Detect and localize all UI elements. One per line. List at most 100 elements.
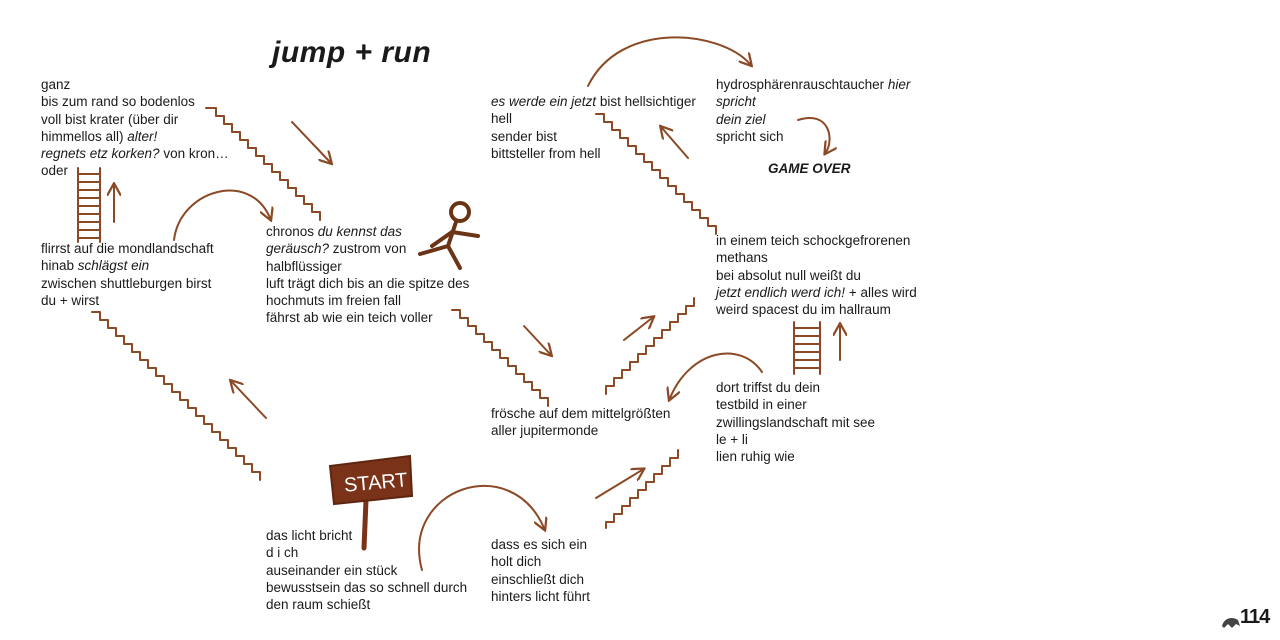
- poem-line: zwillingslandschaft mit see: [716, 414, 875, 431]
- poem-line: hochmuts im freien fall: [266, 292, 469, 309]
- staircase: [205, 107, 321, 221]
- poem-line: holt dich: [491, 553, 590, 570]
- poem-text: zwillingslandschaft mit see: [716, 414, 876, 430]
- poem-text: geräusch?: [266, 241, 330, 257]
- poem-line: lien ruhig wie: [716, 448, 875, 465]
- poem-line: in einem teich schockgefrorenen: [716, 232, 917, 249]
- staircase: [595, 113, 717, 235]
- arrow: [232, 382, 267, 419]
- poem-text: es werde ein jetzt: [491, 94, 597, 109]
- poem-text: halbflüssiger: [266, 258, 342, 274]
- start-sign: [328, 454, 414, 551]
- poem-text: bewusstsein das so schnell durch: [266, 579, 468, 595]
- poem-text: chronos: [266, 224, 318, 239]
- poem-line: flirrst auf die mondlandschaft: [41, 240, 214, 257]
- ladder: [793, 321, 821, 375]
- poem-text: sender bist: [491, 128, 558, 144]
- poem-text: hinters licht führt: [491, 588, 591, 604]
- poem-line: einschließt dich: [491, 571, 590, 588]
- poem-text: aller jupitermonde: [491, 423, 599, 439]
- poem-text: lien ruhig wie: [716, 449, 795, 465]
- poem-line: ganz: [41, 76, 229, 93]
- poem-line: jetzt endlich werd ich! + alles wird: [716, 284, 917, 301]
- poem-line: dort triffst du dein: [716, 379, 875, 396]
- poem-text: dass es sich ein: [491, 537, 588, 552]
- poem-line: halbflüssiger: [266, 258, 469, 275]
- publisher-logo-icon: [1222, 618, 1240, 628]
- poem-text: luft trägt dich bis an die spitze des: [266, 275, 470, 291]
- ladder: [77, 167, 101, 243]
- poem-text: himmellos all): [41, 128, 128, 144]
- staircase: [91, 311, 261, 481]
- poem-line: hell: [491, 110, 696, 127]
- arrow: [797, 117, 830, 152]
- poem-line: auseinander ein stück: [266, 562, 467, 579]
- arrow: [173, 189, 270, 241]
- poem-text: regnets etz korken?: [41, 146, 160, 162]
- poem-block-frogs: frösche auf dem mittelgrößten aller jupit…: [491, 405, 670, 440]
- poem-text: bei absolut null weißt du: [716, 267, 861, 283]
- arrow: [291, 121, 330, 162]
- poem-text: zwischen shuttleburgen birst: [41, 275, 212, 291]
- poem-text: den raum schießt: [266, 597, 371, 613]
- poem-text: alter!: [127, 128, 158, 144]
- poem-text: + alles wird: [845, 284, 917, 300]
- poem-text: hinab: [41, 258, 78, 274]
- poem-line: du + wirst: [41, 292, 214, 309]
- poem-line: fährst ab wie ein teich voller: [266, 309, 469, 326]
- poem-text: einschließt dich: [491, 571, 585, 587]
- page-title: jump + run: [272, 36, 432, 69]
- poem-text: dein ziel: [716, 111, 766, 127]
- poem-line: geräusch? zustrom von: [266, 240, 469, 257]
- poem-line: dein ziel: [716, 111, 910, 128]
- poem-line: bewusstsein das so schnell durch: [266, 579, 467, 596]
- poem-text: weird spacest du im hallraum: [716, 302, 891, 318]
- poem-text: testbild in einer: [716, 397, 807, 413]
- poem-text: flirrst auf die mondlandschaft: [41, 241, 214, 256]
- poem-text: spricht sich: [716, 128, 784, 144]
- arrow: [418, 485, 544, 571]
- poem-text: d i ch: [266, 545, 299, 561]
- poem-text: bittsteller from hell: [491, 145, 601, 161]
- poem-text: bis zum rand so bodenlos: [41, 94, 195, 110]
- poem-line: frösche auf dem mittelgrößten: [491, 405, 670, 422]
- staircase: [605, 297, 695, 395]
- poem-text: hier: [887, 77, 911, 92]
- poem-line: chronos du kennst das: [266, 223, 469, 240]
- poem-line: le + li: [716, 431, 875, 448]
- game-over-label: GAME OVER: [768, 161, 851, 176]
- poem-text: voll bist krater (über dir: [41, 111, 179, 127]
- poem-line: sender bist: [491, 128, 696, 145]
- poem-text: von kron…: [159, 146, 229, 162]
- poem-text: schlägst ein: [77, 258, 150, 274]
- poem-text: zustrom von: [329, 241, 407, 257]
- poem-text: in einem teich schockgefrorenen: [716, 233, 911, 248]
- poem-text: dort triffst du dein: [716, 380, 821, 395]
- staircase: [605, 449, 679, 529]
- arrow: [523, 325, 550, 354]
- poem-text: oder: [41, 163, 69, 179]
- poem-text: auseinander ein stück: [266, 562, 398, 578]
- poem-line: luft trägt dich bis an die spitze des: [266, 275, 469, 292]
- poem-text: du + wirst: [41, 292, 100, 308]
- poem-line: aller jupitermonde: [491, 422, 670, 439]
- poem-text: du kennst das: [317, 224, 402, 239]
- poem-line: methans: [716, 249, 917, 266]
- arrow: [587, 36, 750, 87]
- poem-line: regnets etz korken? von kron…: [41, 145, 229, 162]
- poem-text: fährst ab wie ein teich voller: [266, 310, 433, 326]
- poem-line: hinters licht führt: [491, 588, 590, 605]
- poem-line: es werde ein jetzt bist hellsichtiger: [491, 93, 696, 110]
- poem-text: frösche auf dem mittelgrößten: [491, 406, 671, 421]
- poem-line: bis zum rand so bodenlos: [41, 93, 229, 110]
- poem-text: hochmuts im freien fall: [266, 293, 402, 309]
- poem-line: hinab schlägst ein: [41, 257, 214, 274]
- arrow: [623, 318, 652, 341]
